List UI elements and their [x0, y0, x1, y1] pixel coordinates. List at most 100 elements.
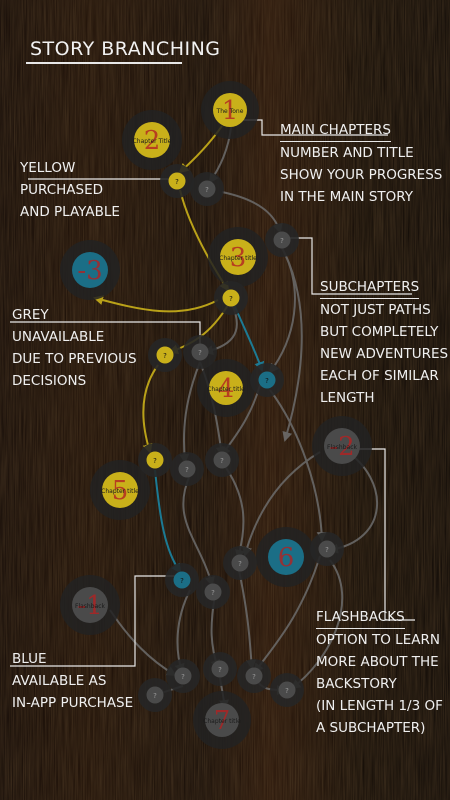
subchapter-label: ?	[153, 457, 157, 465]
callout-line: NUMBER AND TITLE	[280, 145, 414, 161]
subchapter-label: ?	[181, 673, 185, 681]
subchapter-label: ?	[211, 589, 215, 597]
subchapter-node[interactable]: ?	[160, 164, 194, 198]
chapter-title: Chapter Title	[133, 138, 172, 145]
chapter-title: Chapter title	[203, 718, 241, 725]
subchapter-label: ?	[198, 349, 202, 357]
chapter-number: 7	[214, 706, 231, 736]
callout-line: SHOW YOUR PROGRESS	[280, 167, 443, 183]
subchapter-node[interactable]: ?	[214, 281, 248, 315]
subchapter-label: ?	[265, 377, 269, 385]
callout-heading: FLASHBACKS	[316, 606, 405, 629]
callout-line: DECISIONS	[12, 373, 87, 389]
chapter-number: 4	[218, 374, 235, 404]
callout-line: NOT JUST PATHS	[320, 302, 431, 318]
subchapter-label: ?	[180, 577, 184, 585]
callout-grey: GREY UNAVAILABLE DUE TO PREVIOUS DECISIO…	[12, 304, 137, 392]
subchapter-node[interactable]: ?	[265, 223, 299, 257]
subchapter-label: ?	[185, 466, 189, 474]
chapter-number: 3	[230, 243, 247, 273]
callout-line: LENGTH	[320, 390, 375, 406]
subchapter-label: ?	[153, 692, 157, 700]
subchapter-label: ?	[229, 295, 233, 303]
subchapter-label: ?	[163, 352, 167, 360]
page-title: STORY BRANCHING	[30, 38, 221, 60]
subchapter-node[interactable]: ?	[190, 172, 224, 206]
callout-heading: SUBCHAPTERS	[320, 276, 420, 299]
chapter-title: Chapter title	[207, 386, 245, 393]
callout-line: AVAILABLE AS	[12, 673, 107, 689]
callout-line: OPTION TO LEARN	[316, 632, 440, 648]
chapter-title: Chapter title	[219, 255, 257, 262]
callout-heading: MAIN CHAPTERS	[280, 119, 391, 142]
callout-line: (IN LENGTH 1/3 OF	[316, 698, 443, 714]
callout-line: BUT COMPLETELY	[320, 324, 439, 340]
subchapter-node[interactable]: ?	[223, 546, 257, 580]
subchapter-node[interactable]: ?	[170, 452, 204, 486]
title-underline	[26, 62, 182, 64]
subchapter-label: ?	[238, 560, 242, 568]
subchapter-label: ?	[285, 687, 289, 695]
subchapter-node[interactable]: ?	[250, 363, 284, 397]
callout-line: UNAVAILABLE	[12, 329, 105, 345]
subchapter-label: ?	[175, 178, 179, 186]
subchapter-node[interactable]: ?	[166, 659, 200, 693]
callout-line: NEW ADVENTURES	[320, 346, 449, 362]
chapter-number: -2	[329, 432, 354, 462]
subchapter-node[interactable]: ?	[310, 532, 344, 566]
callout-flashbacks: FLASHBACKS OPTION TO LEARN MORE ABOUT TH…	[316, 606, 443, 739]
subchapter-node[interactable]: ?	[165, 563, 199, 597]
chapter-title: Chapter title	[101, 488, 139, 495]
flashback-node[interactable]: -3	[60, 240, 120, 300]
chapter-number: 6	[278, 543, 295, 573]
callout-line: PURCHASED	[20, 182, 104, 198]
subchapter-label: ?	[280, 237, 284, 245]
chapter-title: Flashback	[327, 444, 358, 451]
chapter-number: 2	[144, 126, 161, 156]
chapter-node-6[interactable]: 6	[256, 527, 316, 587]
subchapter-node[interactable]: ?	[203, 652, 237, 686]
subchapter-node[interactable]: ?	[138, 443, 172, 477]
callout-line: AND PLAYABLE	[20, 204, 120, 220]
callout-yellow: YELLOW PURCHASED AND PLAYABLE	[20, 157, 120, 223]
chapter-number: -1	[77, 591, 102, 621]
subchapter-label: ?	[218, 666, 222, 674]
subchapter-node[interactable]: ?	[183, 335, 217, 369]
subchapter-label: ?	[205, 186, 209, 194]
chapter-title: The Tone	[216, 108, 244, 115]
chapter-title: Flashback	[75, 603, 106, 610]
callout-heading: YELLOW	[20, 160, 76, 176]
callout-line: BACKSTORY	[316, 676, 397, 692]
callout-heading: GREY	[12, 307, 49, 323]
callout-line: DUE TO PREVIOUS	[12, 351, 137, 367]
callout-line: IN THE MAIN STORY	[280, 189, 414, 205]
chapter-number: 1	[222, 96, 239, 126]
callout-line: MORE ABOUT THE	[316, 654, 439, 670]
chapter-number: 5	[112, 476, 129, 506]
callout-line: A SUBCHAPTER)	[316, 720, 426, 736]
callout-main-chapters: MAIN CHAPTERS NUMBER AND TITLE SHOW YOUR…	[280, 119, 442, 208]
subchapter-node[interactable]: ?	[196, 575, 230, 609]
callout-blue: BLUE AVAILABLE AS IN-APP PURCHASE	[12, 648, 133, 714]
subchapter-label: ?	[325, 546, 329, 554]
subchapter-node[interactable]: ?	[237, 659, 271, 693]
subchapter-node[interactable]: ?	[138, 678, 172, 712]
callout-line: EACH OF SIMILAR	[320, 368, 439, 384]
callout-heading: BLUE	[12, 651, 47, 667]
subchapter-label: ?	[252, 673, 256, 681]
callout-line: IN-APP PURCHASE	[12, 695, 134, 711]
subchapter-node[interactable]: ?	[205, 443, 239, 477]
subchapter-label: ?	[220, 457, 224, 465]
subchapter-node[interactable]: ?	[148, 338, 182, 372]
subchapter-node[interactable]: ?	[270, 673, 304, 707]
callout-subchapters: SUBCHAPTERS NOT JUST PATHS BUT COMPLETEL…	[320, 276, 448, 409]
